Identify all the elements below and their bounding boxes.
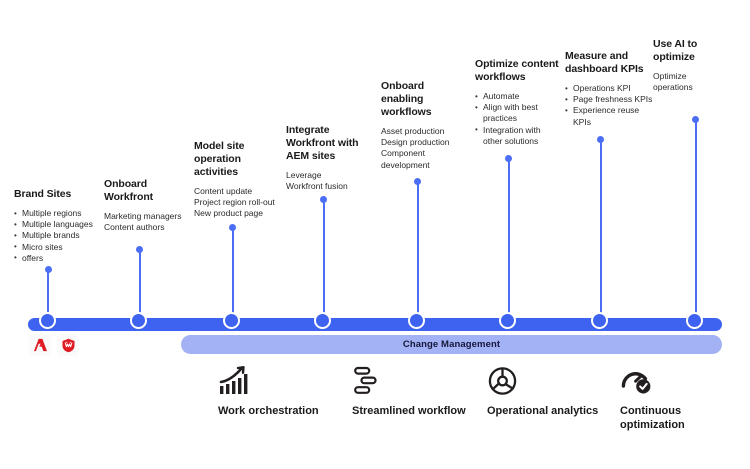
milestone-item-list: Marketing managers Content authors [104, 211, 190, 233]
milestone-title: Brand Sites [14, 188, 72, 200]
milestone-item-list: Multiple regions Multiple languages Mult… [14, 207, 100, 264]
list-item: Integration with other solutions [475, 124, 559, 147]
donut-analytics-icon [487, 362, 607, 396]
change-management-band: Change Management [181, 335, 722, 354]
list-item: Multiple regions [14, 207, 100, 219]
milestone-item-list: Content update Project region roll-out N… [194, 186, 282, 220]
list-item: Content update [194, 186, 253, 196]
gauge-check-icon [620, 362, 740, 396]
outcome-streamlined-workflow: Streamlined workflow [352, 362, 472, 418]
milestone-title: Integrate Workfront with AEM sites [286, 124, 359, 162]
outcome-label: Continuous optimization [620, 405, 685, 431]
list-item: Multiple languages [14, 219, 100, 230]
stem-line [599, 140, 602, 320]
list-item: Optimize [653, 71, 687, 81]
stem-dot [136, 246, 143, 253]
timeline-node-3[interactable] [223, 312, 240, 329]
milestone-measure-dashboard-kpis: Measure and dashboard KPIs Operations KP… [565, 50, 655, 128]
list-item: Operations KPI [565, 82, 655, 94]
workfront-logo [62, 338, 74, 352]
milestone-title: Onboard enabling workflows [381, 80, 432, 118]
list-item: Marketing managers [104, 211, 182, 221]
list-item: Automate [475, 90, 559, 102]
adobe-logo [33, 338, 47, 352]
timeline-node-7[interactable] [591, 312, 608, 329]
milestone-model-site-operations: Model site operation activities Content … [194, 140, 282, 220]
milestone-item-list: Automate Align with best practices Integ… [475, 90, 559, 147]
milestone-item-list: Asset production Design production Compo… [381, 126, 469, 171]
milestone-onboard-enabling-workflows: Onboard enabling workflows Asset product… [381, 80, 469, 171]
adobe-logo-chip [29, 334, 51, 356]
list-item: Component [381, 148, 425, 159]
timeline-node-6[interactable] [499, 312, 516, 329]
stem-line [47, 270, 49, 320]
list-item: operations [653, 82, 693, 93]
outcome-operational-analytics: Operational analytics [487, 362, 607, 418]
milestone-title: Onboard Workfront [104, 178, 154, 203]
outcome-label: Operational analytics [487, 405, 599, 417]
milestone-integrate-workfront-aem: Integrate Workfront with AEM sites Lever… [286, 124, 376, 192]
change-management-label: Change Management [402, 339, 501, 350]
milestone-item-list: Leverage Workfront fusion [286, 170, 376, 192]
list-item: Design production [381, 137, 450, 148]
list-item: Page freshness KPIs [565, 94, 655, 105]
timeline-bar [28, 318, 722, 331]
milestone-item-list: Optimize operations [653, 71, 733, 93]
stem-dot [692, 116, 699, 123]
list-item: Micro sites [14, 241, 100, 253]
milestone-title: Measure and dashboard KPIs [565, 50, 644, 75]
milestone-brand-sites: Brand Sites Multiple regions Multiple la… [14, 188, 100, 264]
bar-chart-growth-icon [218, 362, 338, 396]
timeline-node-1[interactable] [39, 312, 56, 329]
outcome-label: Streamlined workflow [352, 405, 466, 417]
workfront-logo-chip [57, 334, 79, 356]
milestone-item-list: Operations KPI Page freshness KPIs Exper… [565, 82, 655, 128]
stem-dot [505, 155, 512, 162]
milestone-title: Optimize content workflows [475, 58, 559, 83]
stem-line [322, 200, 325, 320]
list-item: Project region roll-out [194, 197, 275, 208]
stem-line [694, 120, 697, 320]
timeline-node-5[interactable] [408, 312, 425, 329]
list-item: offers [14, 252, 100, 264]
milestone-title: Use AI to optimize [653, 38, 698, 63]
stem-line [416, 182, 419, 320]
stem-line [507, 159, 510, 320]
stem-line [231, 228, 234, 320]
list-item: Align with best practices [475, 102, 559, 124]
gantt-workflow-icon [352, 362, 472, 396]
stem-dot [320, 196, 327, 203]
stem-dot [414, 178, 421, 185]
timeline-node-8[interactable] [686, 312, 703, 329]
stem-line [138, 250, 141, 320]
stem-dot [597, 136, 604, 143]
milestone-title: Model site operation activities [194, 140, 245, 178]
stem-dot [229, 224, 236, 231]
list-item: Multiple brands [14, 230, 100, 241]
milestone-use-ai-to-optimize: Use AI to optimize Optimize operations [653, 38, 733, 93]
milestone-optimize-content-workflows: Optimize content workflows Automate Alig… [475, 58, 559, 147]
milestone-onboard-workfront: Onboard Workfront Marketing managers Con… [104, 178, 190, 233]
list-item: Workfront fusion [286, 181, 348, 192]
outcome-continuous-optimization: Continuous optimization [620, 362, 740, 432]
list-item: Leverage [286, 170, 322, 180]
list-item: Content authors [104, 222, 165, 233]
list-item: New product page [194, 208, 263, 219]
stem-dot [44, 266, 52, 273]
outcome-work-orchestration: Work orchestration [218, 362, 338, 418]
list-item: development [381, 159, 430, 170]
list-item: Asset production [381, 126, 445, 136]
outcome-label: Work orchestration [218, 405, 319, 417]
timeline-node-4[interactable] [314, 312, 331, 329]
timeline-node-2[interactable] [130, 312, 147, 329]
list-item: Experience reuse KPIs [565, 105, 655, 127]
